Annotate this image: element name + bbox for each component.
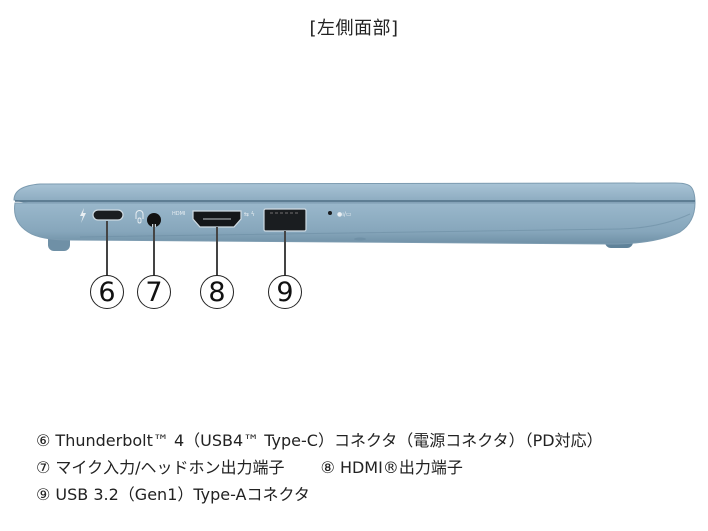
- callout-line-8: [216, 227, 218, 276]
- port-legend: ⑥ Thunderbolt™ 4（USB4™ Type-C）コネクタ（電源コネク…: [36, 430, 603, 511]
- callout-line-6: [106, 221, 108, 276]
- thunderbolt-icon: [80, 208, 86, 223]
- legend-item-7: ⑦ マイク入力/ヘッドホン出力端子: [36, 458, 285, 477]
- callout-7: 7: [137, 275, 171, 309]
- power-battery-icon: ●ı/▭: [337, 211, 352, 218]
- audio-jack: [147, 213, 161, 227]
- callout-line-7: [153, 224, 155, 276]
- callout-9: 9: [268, 275, 302, 309]
- headset-icon: [135, 210, 144, 219]
- laptop-side-illustration: HDMI ⇆ ϟ ●ı/▭: [13, 182, 696, 251]
- legend-item-8: ⑧ HDMI®出力端子: [320, 458, 463, 477]
- legend-item-6: ⑥ Thunderbolt™ 4（USB4™ Type-C）コネクタ（電源コネク…: [36, 431, 603, 450]
- page-title: [左側面部]: [309, 18, 399, 39]
- left-foot: [48, 238, 70, 251]
- legend-row-2: ⑦ マイク入力/ヘッドホン出力端子 ⑧ HDMI®出力端子: [36, 457, 603, 484]
- laptop-left-side-figure: HDMI ⇆ ϟ ●ı/▭: [0, 170, 708, 270]
- callout-8: 8: [200, 275, 234, 309]
- usb-ss-icon: ⇆ ϟ: [244, 211, 255, 218]
- hdmi-label: HDMI: [172, 211, 185, 217]
- legend-item-9: ⑨ USB 3.2（Gen1）Type-Aコネクタ: [36, 485, 310, 504]
- usb-c-port: [92, 209, 124, 221]
- callout-line-9: [284, 231, 286, 276]
- status-led: [328, 211, 332, 215]
- callout-6: 6: [90, 275, 124, 309]
